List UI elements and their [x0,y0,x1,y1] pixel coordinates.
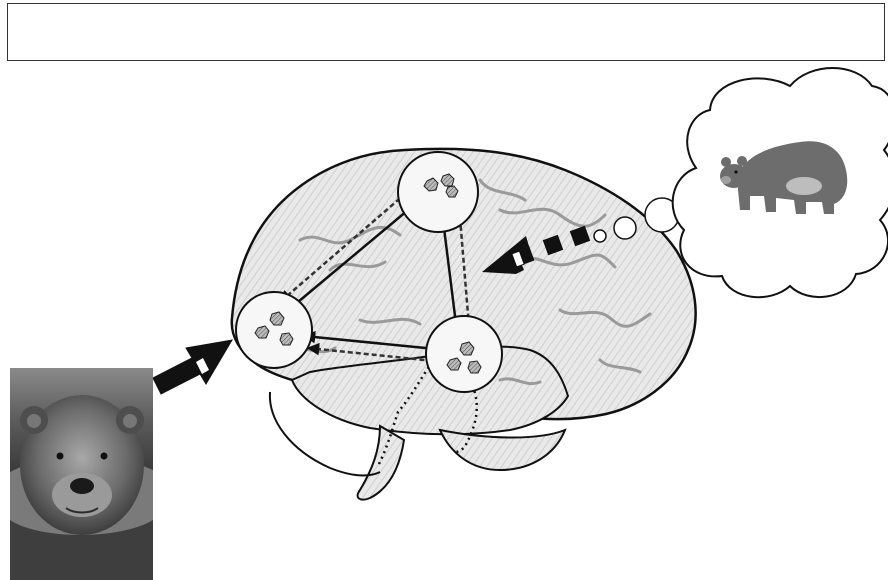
title-box [7,3,885,61]
node-bottom-cell-3 [467,360,482,374]
connection-left-bottom-dashed [306,342,446,368]
thought-bubble-bear [593,67,888,299]
top-down-arrow [482,225,591,274]
node-left [235,291,313,369]
cartoon-bear [720,141,848,214]
node-left-cell-3 [279,332,294,346]
connection-top-left-dashed [279,187,413,303]
thought-dot-medium [613,216,637,240]
node-bottom-cell-1 [459,341,475,356]
node-top-cell-1 [423,177,439,192]
thought-dot-small [593,229,607,243]
brain-cerebellum [438,428,567,472]
node-left-cell-2 [254,325,270,339]
input-arrow [152,339,233,395]
grizzly-bear-photo [10,368,153,580]
node-bottom [425,315,503,393]
node-bottom-cell-2 [446,357,462,371]
node-top-cell-3 [445,185,459,198]
node-top [397,151,479,233]
node-left-cell-1 [269,311,285,326]
